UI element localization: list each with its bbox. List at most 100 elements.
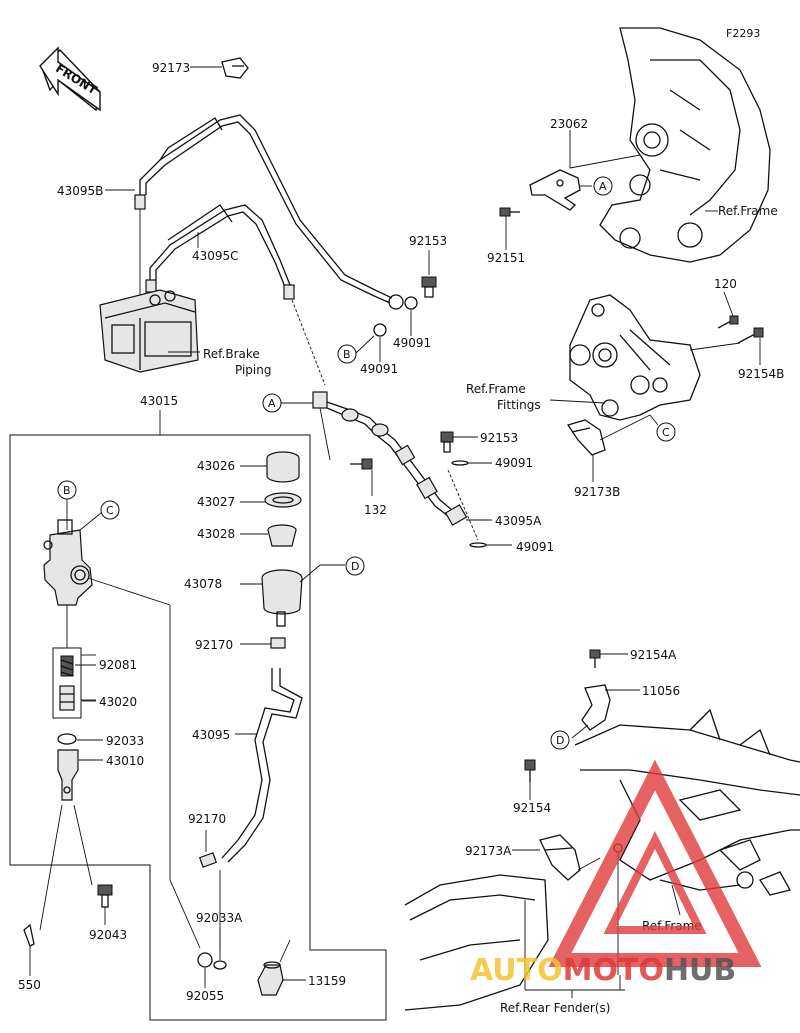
callout-c-left: C	[106, 504, 114, 517]
part-49091-b: 49091	[360, 362, 398, 376]
ref-brake-1: Ref.Brake	[203, 347, 260, 361]
seal-92033	[57, 733, 77, 745]
clip-92170-b	[198, 852, 218, 868]
bolt-92154b	[737, 327, 764, 344]
callout-d-right: D	[556, 734, 564, 747]
push-rod-43010	[57, 749, 79, 801]
callout-b-top: B	[343, 348, 351, 361]
callout-d-left: D	[351, 560, 359, 573]
part-550: 550	[18, 978, 41, 992]
abs-unit	[99, 289, 199, 373]
clip-92170-a	[270, 637, 286, 649]
washer-49091-d	[469, 542, 487, 548]
bolt-92151	[499, 207, 520, 217]
plate-43027	[264, 492, 302, 508]
part-92154a: 92154A	[630, 648, 677, 662]
reservoir-43078	[261, 569, 303, 627]
part-43027: 43027	[197, 495, 235, 509]
frame-rear	[574, 708, 800, 896]
bolt-120	[717, 315, 739, 329]
bolt-92154a	[589, 649, 601, 668]
part-43095b: 43095B	[57, 184, 103, 198]
part-43026: 43026	[197, 459, 235, 473]
watermark-logo	[548, 759, 762, 967]
part-92081: 92081	[99, 658, 137, 672]
part-43095: 43095	[192, 728, 230, 742]
part-92153-mid: 92153	[480, 431, 518, 445]
part-92033a: 92033A	[196, 911, 243, 925]
frame-upper-right	[599, 27, 771, 263]
banjo-bolt-92153-mid	[440, 431, 454, 453]
part-49091-a: 49091	[393, 336, 431, 350]
part-92043: 92043	[89, 928, 127, 942]
part-43010: 43010	[106, 754, 144, 768]
ref-frame-top: Ref.Frame	[718, 204, 778, 218]
hose-43095	[221, 668, 303, 863]
frame-fittings	[569, 294, 701, 421]
part-92170-b: 92170	[188, 812, 226, 826]
clamp-92173	[221, 57, 249, 79]
washer-49091-c	[451, 460, 469, 466]
front-arrow-badge: FRONT	[39, 46, 101, 112]
ref-rear-fender: Ref.Rear Fender(s)	[500, 1001, 610, 1015]
bracket-23062	[529, 169, 581, 211]
kit-box	[52, 647, 82, 719]
ref-fittings-2: Fittings	[497, 398, 541, 412]
part-92055: 92055	[186, 989, 224, 1003]
part-43020: 43020	[99, 695, 137, 709]
group-outline-43015	[9, 434, 387, 1021]
brake-line-43095a	[312, 391, 468, 526]
part-92154b: 92154B	[738, 367, 784, 381]
nut-92043	[97, 884, 113, 908]
callout-a-left: A	[268, 397, 276, 410]
part-92173: 92173	[152, 61, 190, 75]
part-43015: 43015	[140, 394, 178, 408]
watermark-text: AUTOMOTOHUB	[470, 953, 736, 988]
rear-fender	[404, 874, 549, 1011]
part-43095c: 43095C	[192, 249, 239, 263]
part-92151: 92151	[487, 251, 525, 265]
part-132: 132	[364, 503, 387, 517]
part-120: 120	[714, 277, 737, 291]
seal-92033a	[213, 960, 227, 970]
bolt-132	[350, 458, 373, 470]
ref-fittings-1: Ref.Frame	[466, 382, 526, 396]
hose-43095b	[134, 114, 404, 310]
figure-id: F2293	[726, 27, 760, 40]
part-92154: 92154	[513, 801, 551, 815]
ref-brake-2: Piping	[235, 363, 271, 377]
part-92173b: 92173B	[574, 485, 620, 499]
spring-92081	[60, 655, 74, 677]
clamp-92173b	[566, 419, 606, 456]
part-49091-c: 49091	[495, 456, 533, 470]
diaphragm-43028	[267, 524, 297, 547]
bracket-11056	[581, 684, 611, 731]
part-92153-top: 92153	[409, 234, 447, 248]
part-92173a: 92173A	[465, 844, 512, 858]
part-43028: 43028	[197, 527, 235, 541]
master-cylinder-body	[43, 519, 93, 606]
callout-c-right: C	[662, 426, 670, 439]
cap-43026	[266, 451, 300, 483]
fitting-13159	[257, 961, 284, 996]
callout-b-left: B	[63, 484, 71, 497]
pin-550	[23, 923, 35, 947]
bolt-92154	[524, 759, 536, 782]
part-43095a: 43095A	[495, 514, 542, 528]
part-11056: 11056	[642, 684, 680, 698]
piston-43020	[59, 685, 75, 711]
o-ring-92055	[197, 952, 213, 968]
part-92033: 92033	[106, 734, 144, 748]
callout-a-frame: A	[599, 180, 607, 193]
banjo-bolt-92153-top	[421, 276, 437, 298]
part-49091-d: 49091	[516, 540, 554, 554]
part-43078: 43078	[184, 577, 222, 591]
washer-49091-b	[373, 323, 387, 337]
part-92170-a: 92170	[195, 638, 233, 652]
part-23062: 23062	[550, 117, 588, 131]
washer-49091-a	[404, 296, 418, 310]
clamp-92173a	[539, 834, 581, 881]
part-13159: 13159	[308, 974, 346, 988]
